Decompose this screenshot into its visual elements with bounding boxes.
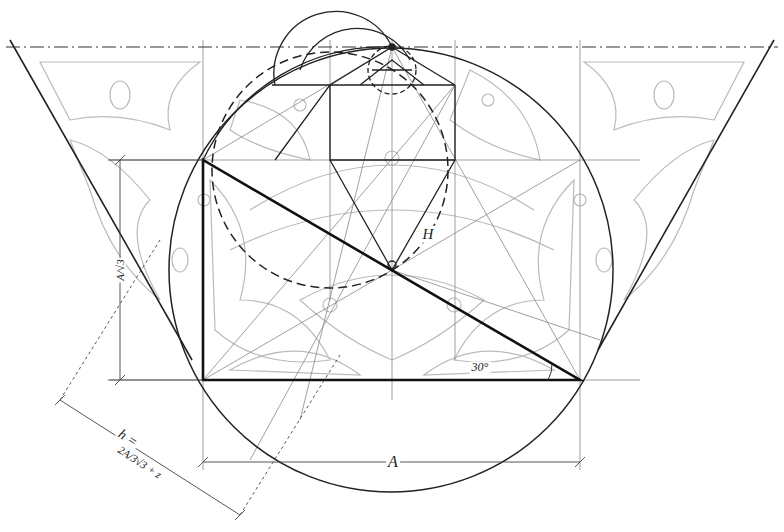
frame-lines [10,40,774,360]
circumcircle [169,48,613,492]
dimension-label: 30° [470,361,491,374]
dimension-label: H [421,226,436,243]
right-triangle [203,160,580,380]
top-arcs [203,11,455,270]
dimension-label: A/√3 [114,257,126,282]
dimension-lines [55,155,585,520]
angle-arc [548,364,552,380]
dimension-label: A [386,453,400,471]
construction-lines [110,40,640,470]
dimension-label: 2A/3√3 + z [114,442,165,481]
